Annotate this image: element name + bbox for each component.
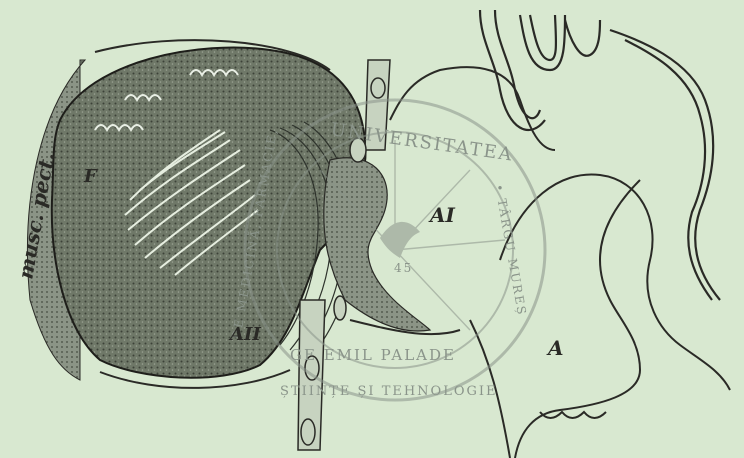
label-a: A [546,336,564,360]
seal-text-right: • TÂRGU MUREȘ [492,183,530,317]
lower-duct [298,296,346,450]
seal-text-bottom: ȘTIINȚE ȘI TEHNOLOGIE [280,384,498,399]
label-f: F [83,166,98,187]
structure-a [500,174,730,458]
seal-number: 45 [394,261,413,275]
label-ai: AI [428,203,456,227]
seal-text-bottom-left: GE EMIL PALADE [290,346,456,364]
label-aii: AII [228,324,261,345]
seal-eagle-emblem [380,222,420,258]
